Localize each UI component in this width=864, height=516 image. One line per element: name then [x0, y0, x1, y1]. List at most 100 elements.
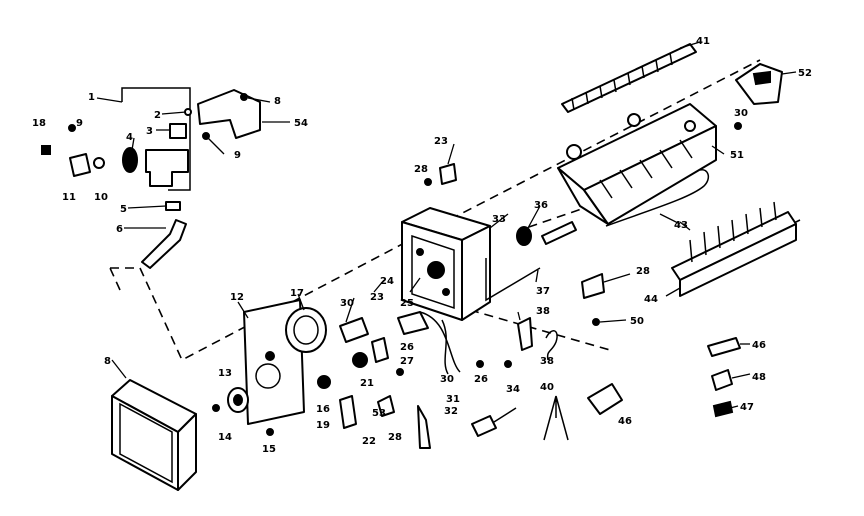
- harness-46a: [707, 337, 741, 357]
- wire-30: [441, 319, 449, 375]
- callout-47: 47: [740, 402, 754, 413]
- callout-21: 21: [360, 378, 374, 389]
- callout-11: 11: [62, 192, 76, 203]
- callout-13: 13: [218, 368, 232, 379]
- callout-30c: 30: [734, 108, 748, 119]
- spring-39: [545, 330, 558, 361]
- plug-48: [711, 369, 733, 391]
- power-cord: [493, 407, 517, 423]
- callout-34: 34: [506, 384, 520, 395]
- coil-spring: [122, 147, 138, 173]
- wire-40: [543, 395, 569, 441]
- screw-8: [240, 93, 248, 101]
- callout-22: 22: [362, 436, 376, 447]
- screw-15: [266, 428, 274, 436]
- screw-26: [476, 360, 484, 368]
- connector-23: [439, 163, 457, 185]
- callout-3: 3: [146, 126, 153, 137]
- callout-48: 48: [752, 372, 766, 383]
- thermostat-lead: [485, 258, 541, 302]
- callout-15: 15: [262, 444, 276, 455]
- screw-18: [41, 145, 51, 155]
- callout-32: 32: [444, 406, 458, 417]
- gasket: [516, 226, 532, 246]
- callout-2: 2: [154, 110, 161, 121]
- control-housing: [401, 207, 491, 321]
- callout-37: 37: [536, 286, 550, 297]
- screw-9a: [68, 124, 76, 132]
- callout-43: 43: [674, 220, 688, 231]
- fill-valve-group: [41, 87, 192, 269]
- nut-47: [712, 400, 734, 418]
- drive-shaft: [541, 221, 577, 245]
- clip-38: [517, 317, 533, 351]
- callout-8a: 8: [274, 96, 281, 107]
- mounting-bracket: [197, 89, 261, 140]
- callout-8b: 8: [104, 356, 111, 367]
- callout-27: 27: [400, 356, 414, 367]
- callout-18: 18: [32, 118, 46, 129]
- callout-40: 40: [540, 382, 554, 393]
- callout-24: 24: [380, 276, 394, 287]
- callout-9b: 9: [234, 150, 241, 161]
- callout-28a: 28: [414, 164, 428, 175]
- callout-41: 41: [696, 36, 710, 47]
- callout-46a: 46: [752, 340, 766, 351]
- callout-26a: 26: [400, 342, 414, 353]
- callout-31: 31: [446, 394, 460, 405]
- callout-25: 25: [400, 298, 414, 309]
- callout-23a: 23: [434, 136, 448, 147]
- callout-54: 54: [294, 118, 308, 129]
- screw-29: [424, 178, 432, 186]
- bracket-46: [587, 383, 623, 415]
- callout-6: 6: [116, 224, 123, 235]
- callout-26b: 26: [474, 374, 488, 385]
- callout-33: 33: [492, 214, 506, 225]
- callout-38b: 38: [540, 356, 554, 367]
- mold-end-bracket: [735, 63, 783, 105]
- thermostat-28: [581, 273, 605, 299]
- small-hardware: [396, 122, 742, 449]
- screw-30c: [734, 122, 742, 130]
- plug-32: [471, 415, 497, 437]
- callout-1: 1: [88, 92, 95, 103]
- callout-51: 51: [730, 150, 744, 161]
- valve-body: [145, 149, 189, 187]
- callout-5: 5: [120, 204, 127, 215]
- callout-36: 36: [534, 200, 548, 211]
- callout-46b: 46: [618, 416, 632, 427]
- callout-14: 14: [218, 432, 232, 443]
- switch-parts: [339, 311, 461, 429]
- fitting-5: [165, 201, 181, 211]
- fill-tube: [141, 219, 187, 269]
- callout-16: 16: [316, 404, 330, 415]
- screw-34: [504, 360, 512, 368]
- screw-9b: [202, 132, 210, 140]
- gear-13: [227, 387, 249, 413]
- callout-19: 19: [316, 420, 330, 431]
- ejector-blade: [671, 201, 797, 297]
- screw-27: [396, 368, 404, 376]
- callout-44: 44: [644, 294, 658, 305]
- callout-30a: 30: [340, 298, 354, 309]
- callout-4: 4: [126, 132, 133, 143]
- screw-14: [212, 404, 220, 412]
- callout-10: 10: [94, 192, 108, 203]
- stripper-comb: [561, 43, 697, 113]
- leader-lines: [96, 41, 797, 409]
- motor: [285, 307, 327, 353]
- ice-mold: [557, 103, 717, 225]
- callout-52: 52: [798, 68, 812, 79]
- callout-labels: 1 2 3 4 5 6 8 9 9 10 11 12 13 14 15 16 1…: [32, 36, 812, 455]
- callout-28b: 28: [388, 432, 402, 443]
- callout-17: 17: [290, 288, 304, 299]
- callout-30b: 30: [440, 374, 454, 385]
- gear-16: [317, 375, 331, 389]
- callout-53: 53: [372, 408, 386, 419]
- screw-50: [592, 318, 600, 326]
- fitting-11: [69, 153, 91, 177]
- clip-31: [417, 405, 431, 449]
- heater-element: [605, 169, 710, 227]
- callout-50: 50: [630, 316, 644, 327]
